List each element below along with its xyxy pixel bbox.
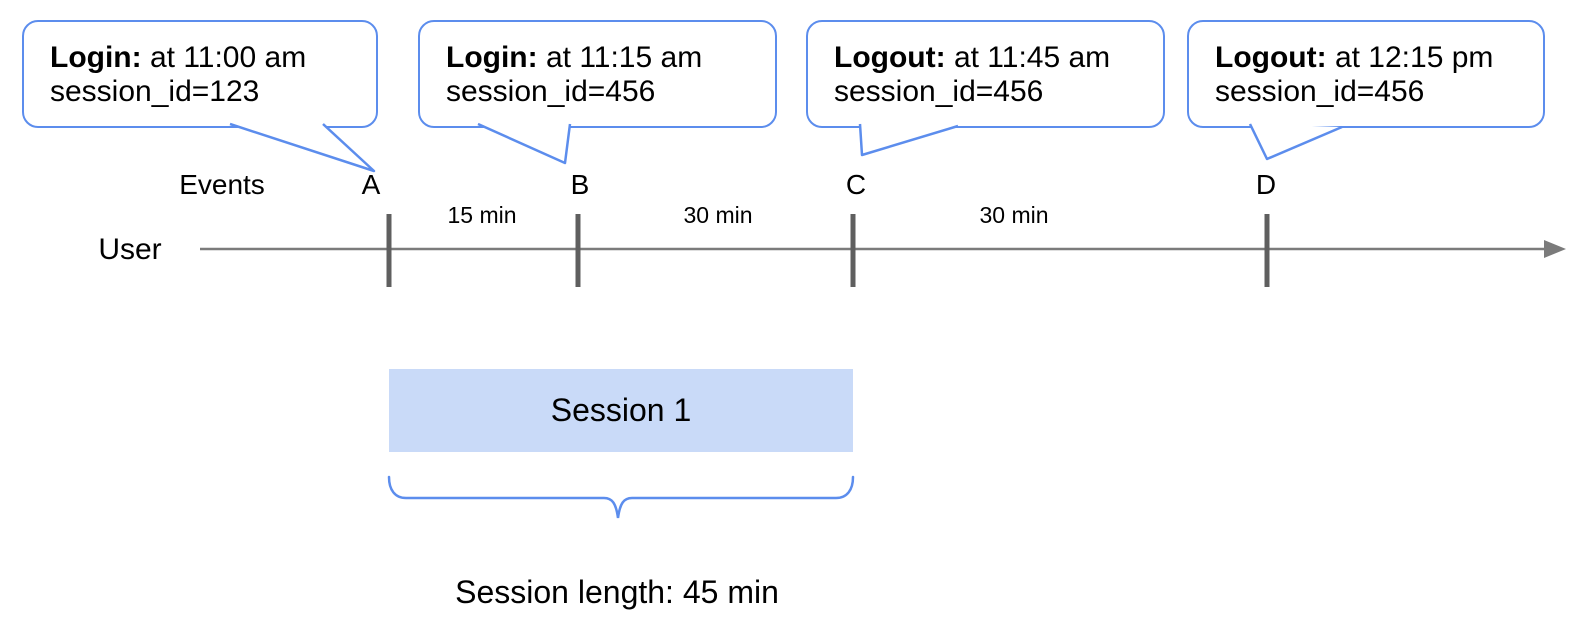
callout-login-a-text: Login: at 11:00 am session_id=123 <box>24 22 376 109</box>
event-time-label: at 11:15 am <box>537 41 703 74</box>
interval-label-ab: 15 min <box>447 202 517 228</box>
callout-login-b: Login: at 11:15 am session_id=456 <box>418 20 777 128</box>
user-axis-label: User <box>98 233 162 266</box>
callout-b-tail-icon <box>477 122 572 165</box>
callout-line-session: session_id=456 <box>446 75 656 108</box>
callout-a-tail-icon <box>229 122 376 173</box>
event-type-label: Login: <box>446 41 538 74</box>
session-length-label: Session length: 45 min <box>455 574 779 610</box>
event-marker-d: D <box>1255 169 1277 200</box>
callout-line-event: Logout: at 11:45 am <box>834 41 1163 75</box>
event-type-label: Logout: <box>1215 41 1327 74</box>
callout-logout-d-text: Logout: at 12:15 pm session_id=456 <box>1189 22 1543 109</box>
callout-line-session: session_id=456 <box>1215 75 1425 108</box>
callout-c-tail-icon <box>858 123 959 157</box>
event-time-label: at 12:15 pm <box>1326 41 1494 74</box>
interval-label-cd: 30 min <box>979 202 1049 228</box>
callout-d-tail-icon <box>1248 123 1343 161</box>
callout-logout-c-text: Logout: at 11:45 am session_id=456 <box>808 22 1163 109</box>
session-1-bar: Session 1 <box>389 369 853 452</box>
event-type-label: Login: <box>50 41 142 74</box>
session-1-label: Session 1 <box>550 392 692 428</box>
event-marker-b: B <box>570 169 590 200</box>
event-marker-a: A <box>361 169 381 200</box>
event-type-label: Logout: <box>834 41 946 74</box>
interval-label-bc: 30 min <box>683 202 753 228</box>
event-time-label: at 11:00 am <box>141 41 307 74</box>
event-time-label: at 11:45 am <box>945 41 1111 74</box>
events-label: Events <box>179 169 265 200</box>
callout-line-session: session_id=123 <box>50 75 260 108</box>
callout-logout-c: Logout: at 11:45 am session_id=456 <box>806 20 1165 128</box>
event-marker-c: C <box>845 169 867 200</box>
callout-line-event: Logout: at 12:15 pm <box>1215 41 1543 75</box>
session-length-brace-icon <box>387 475 855 519</box>
timeline-arrowhead-icon <box>1544 240 1566 258</box>
callout-login-b-text: Login: at 11:15 am session_id=456 <box>420 22 775 109</box>
callout-login-a: Login: at 11:00 am session_id=123 <box>22 20 378 128</box>
callout-line-session: session_id=456 <box>834 75 1044 108</box>
callout-line-event: Login: at 11:00 am <box>50 41 376 75</box>
callout-logout-d: Logout: at 12:15 pm session_id=456 <box>1187 20 1545 128</box>
callout-line-event: Login: at 11:15 am <box>446 41 775 75</box>
